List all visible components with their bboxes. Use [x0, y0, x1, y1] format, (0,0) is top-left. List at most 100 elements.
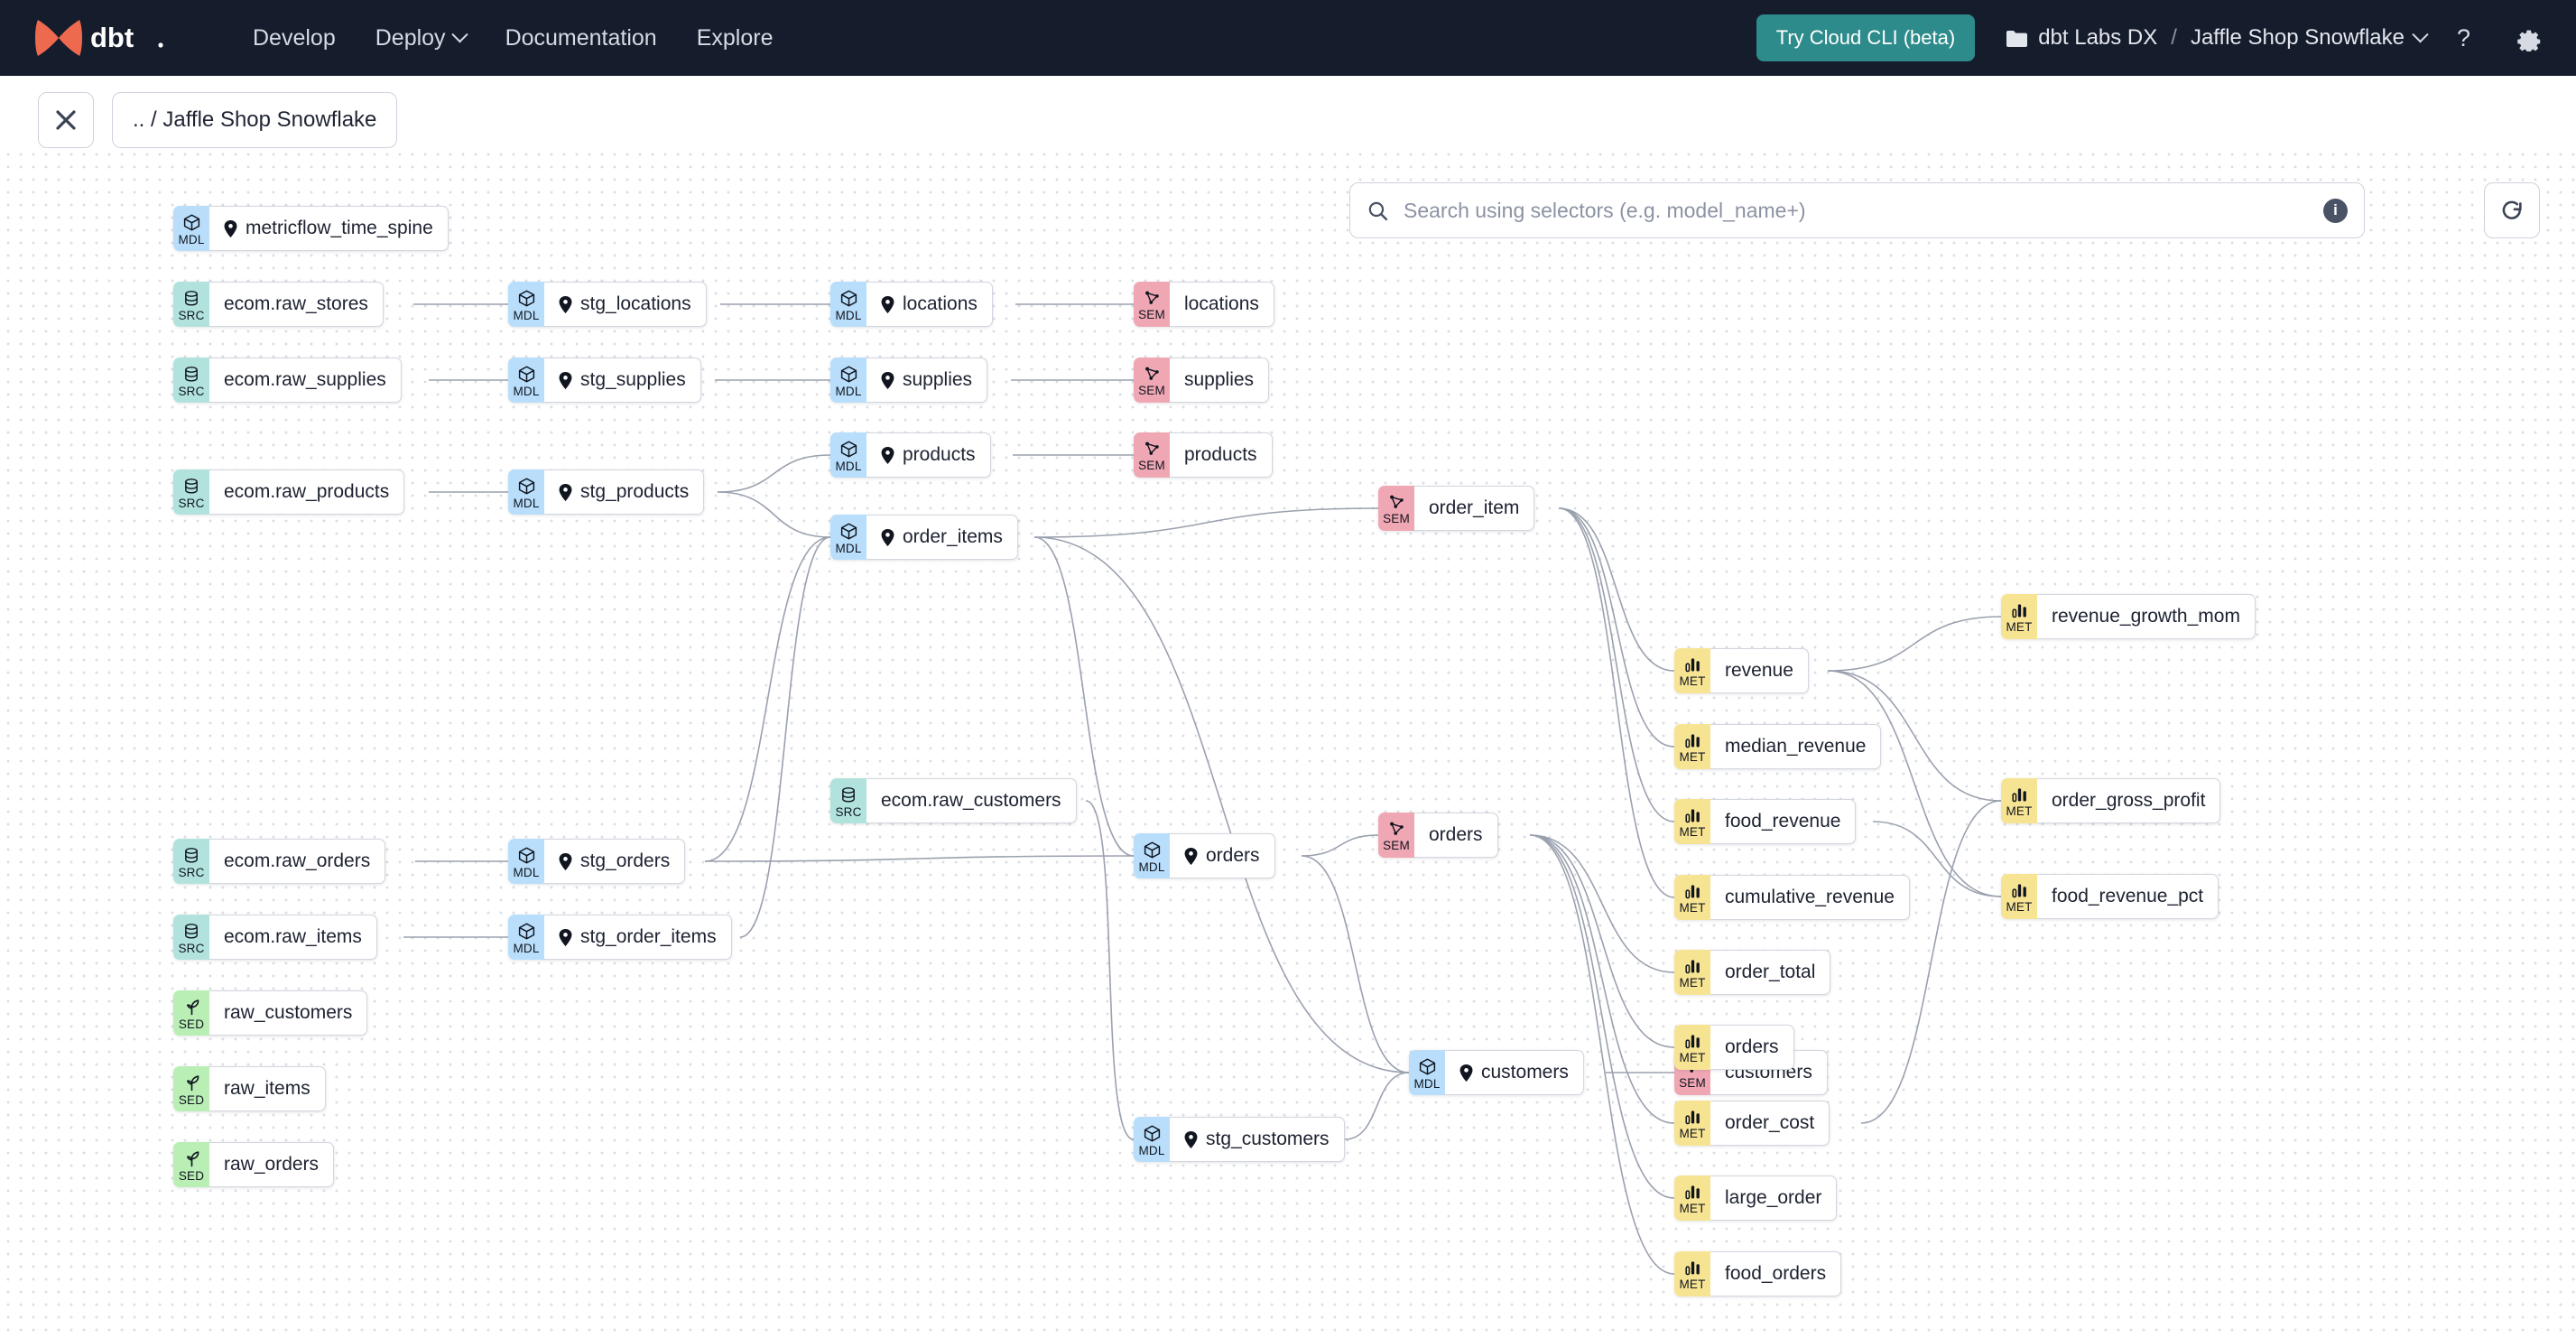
node-label: stg_locations — [580, 293, 691, 314]
node-body: ecom.raw_products — [209, 469, 405, 515]
node-type-badge-sem: SEM — [1378, 486, 1414, 531]
selector-search-box[interactable]: i — [1349, 182, 2365, 238]
node-label: locations — [903, 293, 978, 314]
node-body: food_revenue_pct — [2037, 874, 2219, 919]
node-type-label: SED — [178, 1168, 205, 1183]
edge-mdl_orders-to-mdl_customers — [1301, 855, 1410, 1073]
dbt-logo[interactable]: dbt — [34, 16, 177, 60]
info-icon[interactable]: i — [2323, 198, 2348, 223]
breadcrumb[interactable]: .. / Jaffle Shop Snowflake — [112, 92, 398, 148]
search-input[interactable] — [1402, 197, 2323, 224]
database-icon — [185, 923, 198, 939]
breadcrumb-project-selector[interactable]: Jaffle Shop Snowflake — [2191, 25, 2429, 51]
node-type-label: MET — [1679, 901, 1706, 915]
nav-link-deploy[interactable]: Deploy — [356, 18, 486, 59]
node-body: stg_order_items — [544, 915, 732, 960]
node-label: raw_items — [224, 1078, 310, 1099]
edge-sem_orders-to-met_orders — [1529, 834, 1675, 1048]
node-type-badge-met: MET — [1674, 799, 1710, 844]
node-type-badge-src: SRC — [173, 915, 209, 960]
nav-link-develop[interactable]: Develop — [233, 18, 356, 59]
refresh-icon — [2502, 200, 2522, 219]
semantic-graph-icon — [1389, 495, 1404, 509]
node-type-label: MET — [1679, 1127, 1706, 1141]
settings-button[interactable] — [2506, 14, 2553, 61]
edge-sem_orders-to-met_large_order — [1529, 834, 1675, 1199]
node-body: orders — [1710, 1025, 1794, 1070]
node-label: raw_customers — [224, 1002, 353, 1023]
seedling-icon — [186, 999, 199, 1015]
help-button[interactable]: ? — [2442, 14, 2489, 61]
close-lineage-button[interactable] — [38, 92, 94, 148]
nav-link-deploy-label: Deploy — [375, 24, 446, 51]
bar-chart-icon — [1684, 1110, 1700, 1125]
node-type-label: SRC — [835, 804, 862, 819]
try-cloud-cli-button[interactable]: Try Cloud CLI (beta) — [1756, 14, 1976, 61]
node-label: food_revenue — [1725, 811, 1841, 832]
node-body: ecom.raw_supplies — [209, 358, 402, 403]
breadcrumb-account[interactable]: dbt Labs DX — [2038, 25, 2158, 50]
graph-node-met_food_revenue[interactable]: MET food_revenue — [1674, 799, 1873, 844]
pin-icon — [881, 528, 894, 546]
refresh-button[interactable] — [2484, 182, 2540, 238]
node-label: order_items — [903, 526, 1003, 547]
edge-stg_orders-to-mdl_orders — [704, 855, 1135, 862]
node-type-badge-met: MET — [2001, 874, 2037, 919]
node-type-badge-mdl: MDL — [508, 469, 544, 515]
nav-link-explore[interactable]: Explore — [677, 18, 793, 59]
node-label: orders — [1429, 824, 1483, 845]
semantic-graph-icon — [1144, 367, 1159, 381]
pin-icon — [559, 371, 572, 389]
node-label: ecom.raw_orders — [224, 850, 371, 871]
dbt-mark-icon — [35, 20, 82, 56]
node-type-label: MET — [1679, 825, 1706, 840]
node-label: median_revenue — [1725, 736, 1867, 757]
node-type-badge-sed: SED — [173, 1142, 209, 1187]
nav-link-documentation[interactable]: Documentation — [486, 18, 677, 59]
node-type-badge-met: MET — [2001, 778, 2037, 823]
cube-icon — [183, 214, 199, 231]
svg-text:dbt: dbt — [90, 22, 134, 53]
node-type-label: MDL — [1138, 1143, 1165, 1157]
cube-icon — [1419, 1058, 1435, 1075]
